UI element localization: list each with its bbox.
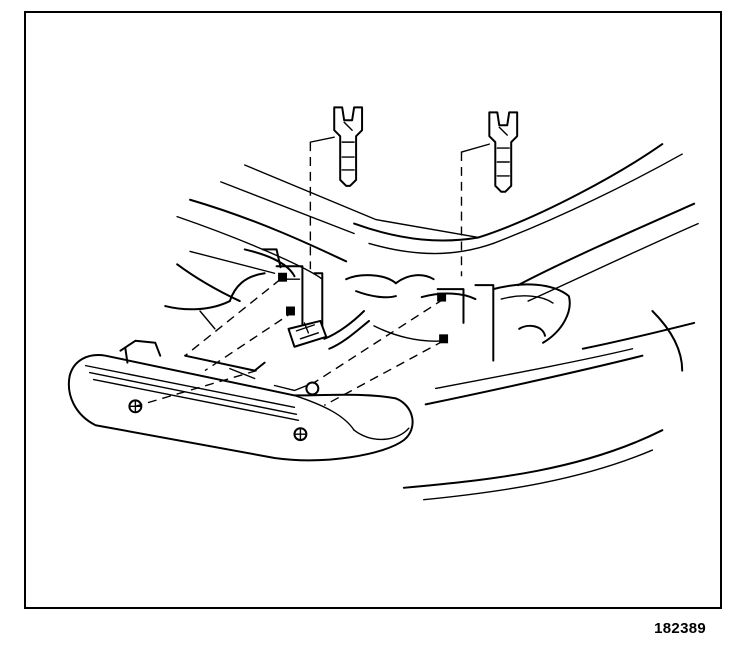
headlamp-assembly	[67, 339, 414, 462]
headlamp-removal-illustration	[67, 106, 699, 501]
retainer-clip-left	[333, 106, 364, 187]
radiator-support	[164, 248, 296, 330]
alignment-leader-lines	[135, 136, 491, 408]
hood-panel-lines	[176, 143, 683, 280]
bracket-slot-markers	[278, 272, 449, 344]
lamp-lower-screw-right	[293, 427, 308, 442]
wiring-harness	[287, 310, 371, 350]
figure-number: 182389	[654, 620, 706, 637]
headlamp-opening	[275, 265, 571, 362]
illustration-frame	[24, 11, 722, 609]
fender-fascia	[402, 202, 699, 501]
retainer-clip-right	[488, 111, 519, 193]
